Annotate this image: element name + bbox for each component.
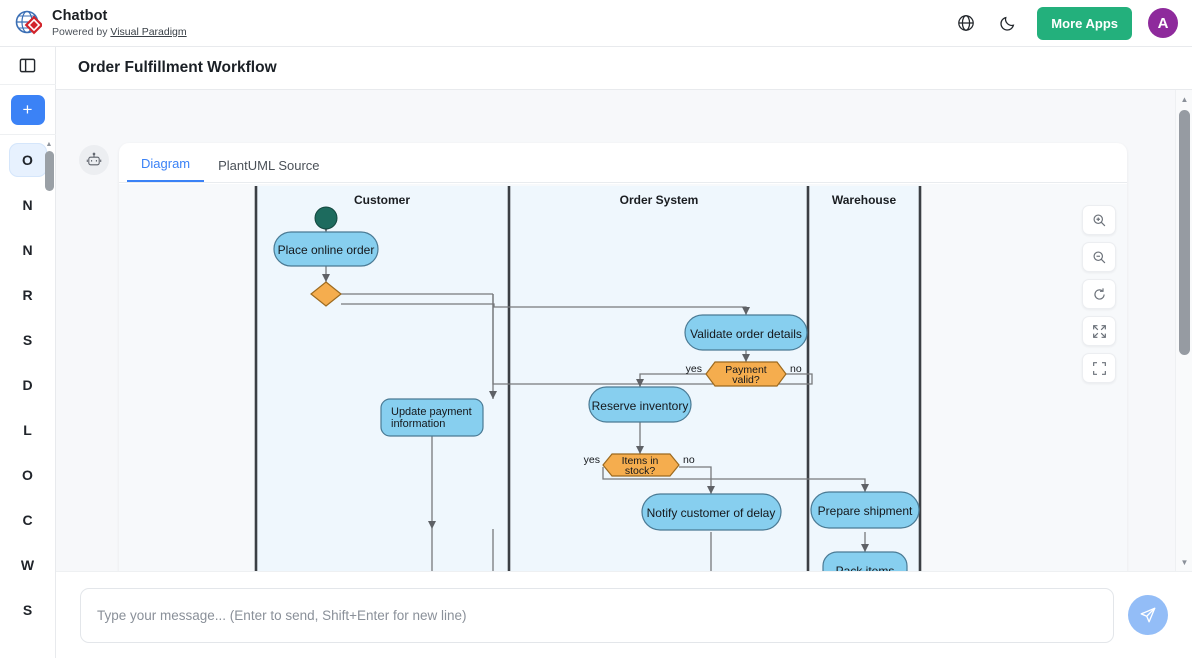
brand-text: Chatbot Powered by Visual Paradigm: [52, 8, 187, 38]
node-reserve-inventory: Reserve inventory: [588, 386, 692, 423]
user-avatar[interactable]: A: [1148, 8, 1178, 38]
label-a6: Prepare shipment: [818, 504, 913, 518]
label-payment-no: no: [790, 363, 802, 375]
header-actions: More Apps A: [953, 6, 1178, 40]
arrow-yes-to-reserve: [636, 379, 644, 387]
canvas-scrollbar[interactable]: ▲ ▼: [1175, 90, 1192, 571]
top-header: Chatbot Powered by Visual Paradigm More …: [0, 0, 1192, 47]
chat-canvas: Diagram PlantUML Source: [56, 90, 1192, 571]
rail-scrollbar[interactable]: ▲ ▼: [44, 141, 54, 658]
rail-scroll-up-arrow[interactable]: ▲: [45, 141, 53, 148]
arrow-a1-to-merge: [322, 274, 330, 282]
scroll-thumb[interactable]: [1179, 110, 1190, 355]
node-prepare-shipment: Prepare shipment: [810, 491, 920, 529]
tab-diagram[interactable]: Diagram: [127, 156, 205, 182]
moon-icon[interactable]: [995, 10, 1021, 36]
arrow-to-prepare: [861, 484, 869, 492]
label-stock-yes: yes: [584, 454, 600, 466]
rail-item-5[interactable]: D: [22, 377, 33, 393]
lane-label-order-system: Order System: [620, 193, 699, 207]
label-stock-no: no: [683, 454, 695, 466]
page-header: Order Fulfillment Workflow: [56, 47, 1192, 90]
brand: Chatbot Powered by Visual Paradigm: [14, 8, 187, 38]
node-update-payment-information: Update payment information: [380, 398, 484, 437]
diagram-viewport[interactable]: Place online order Validate order detail…: [119, 184, 1127, 571]
rail-item-2[interactable]: N: [22, 242, 33, 258]
label-a7: Pack items: [836, 564, 895, 571]
lane-label-customer: Customer: [354, 193, 410, 207]
label-d2-line1: Items in: [622, 455, 659, 467]
label-a3: Reserve inventory: [592, 399, 689, 413]
message-composer: [56, 571, 1192, 658]
rail-item-10[interactable]: S: [22, 602, 33, 618]
label-a4-line1: Update payment: [391, 406, 472, 418]
rail-item-4[interactable]: S: [22, 332, 33, 348]
arrow-to-notify: [707, 486, 715, 494]
arrow-customer-return: [428, 521, 436, 529]
label-a5: Notify customer of delay: [647, 506, 776, 520]
rail-items: O N N R S D L O C W S ▲ ▼: [0, 135, 56, 658]
node-place-online-order: Place online order: [273, 231, 379, 267]
rail-item-6[interactable]: L: [23, 422, 32, 438]
label-d2-line2: stock?: [625, 465, 656, 477]
left-rail: + O N N R S D L O C W S ▲ ▼: [0, 47, 56, 658]
zoom-in-icon[interactable]: [1082, 205, 1116, 235]
node-notify-customer-of-delay: Notify customer of delay: [641, 493, 782, 531]
powered-by: Powered by Visual Paradigm: [52, 26, 187, 38]
arrow-no-to-update: [489, 391, 497, 399]
node-items-in-stock-decision: Items in stock? yes no: [584, 453, 695, 477]
label-d1-line2: valid?: [732, 374, 760, 386]
fullscreen-frame-icon[interactable]: [1082, 353, 1116, 383]
diagram-card: Diagram PlantUML Source: [119, 143, 1127, 571]
card-tabs: Diagram PlantUML Source: [119, 143, 1127, 183]
arrow-validate-to-d1: [742, 354, 750, 362]
rail-item-3[interactable]: R: [22, 287, 33, 303]
rail-scroll-thumb[interactable]: [44, 151, 54, 191]
label-a4-line2: information: [391, 418, 445, 430]
rail-item-1[interactable]: N: [22, 197, 33, 213]
visual-paradigm-link[interactable]: Visual Paradigm: [110, 25, 187, 38]
powered-by-prefix: Powered by: [52, 25, 111, 38]
new-chat-row: +: [0, 85, 56, 135]
label-a1: Place online order: [278, 243, 375, 257]
scroll-down-arrow[interactable]: ▼: [1180, 557, 1189, 567]
rail-item-9[interactable]: W: [20, 557, 35, 573]
arrow-prepare-to-pack: [861, 544, 869, 552]
more-apps-button[interactable]: More Apps: [1037, 6, 1132, 40]
diagram-toolbar: [1082, 205, 1118, 383]
lane-label-warehouse: Warehouse: [832, 193, 897, 207]
arrow-to-validate: [742, 307, 750, 315]
tab-plantuml-source[interactable]: PlantUML Source: [204, 158, 333, 182]
node-pack-items: Pack items: [822, 551, 908, 571]
globe-diamond-logo: [14, 9, 44, 37]
rail-item-8[interactable]: C: [22, 512, 33, 528]
message-input[interactable]: [80, 587, 1114, 643]
node-validate-order-details: Validate order details: [684, 314, 808, 351]
label-d1-line1: Payment: [725, 364, 767, 376]
label-payment-yes: yes: [686, 363, 702, 375]
page-title: Order Fulfillment Workflow: [78, 59, 277, 76]
node-payment-valid-decision: Payment valid? yes no: [686, 361, 802, 387]
add-chat-button[interactable]: +: [10, 94, 45, 125]
globe-icon[interactable]: [953, 10, 979, 36]
app-title: Chatbot: [52, 8, 108, 25]
rail-item-7[interactable]: O: [22, 467, 33, 483]
robot-icon: [79, 145, 109, 175]
uml-activity-diagram: Place online order Validate order detail…: [254, 186, 922, 571]
node-merge: [310, 281, 342, 307]
panel-toggle-icon[interactable]: [0, 47, 56, 85]
rail-item-0[interactable]: O: [8, 143, 47, 177]
arrow-reserve-to-d2: [636, 446, 644, 454]
expand-arrows-icon[interactable]: [1082, 316, 1116, 346]
label-a2: Validate order details: [690, 327, 802, 341]
reset-rotate-icon[interactable]: [1082, 279, 1116, 309]
zoom-out-icon[interactable]: [1082, 242, 1116, 272]
node-start: [314, 206, 338, 230]
send-paper-plane-icon[interactable]: [1128, 595, 1168, 635]
scroll-up-arrow[interactable]: ▲: [1180, 94, 1189, 104]
